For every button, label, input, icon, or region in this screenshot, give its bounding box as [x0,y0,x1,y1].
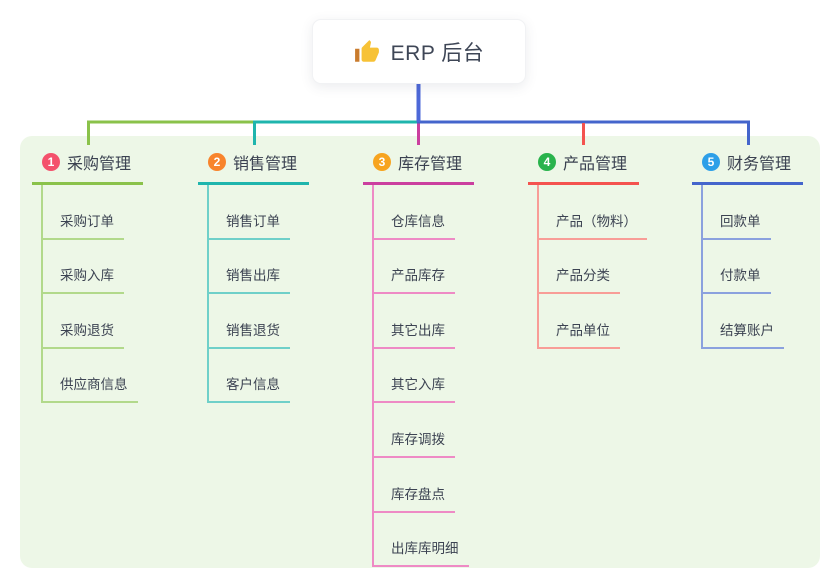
branches-panel: 1 采购管理 采购订单采购入库采购退货供应商信息 2 销售管理 销售订单销售出库… [20,136,820,568]
child-node[interactable]: 销售退货 [209,294,309,349]
branch: 4 产品管理 产品（物料） 产品分类产品单位 [528,146,647,349]
child-node[interactable]: 仓库信息 [374,185,474,240]
child-node[interactable]: 采购退货 [43,294,143,349]
branch-title-label: 销售管理 [233,156,298,173]
child-node[interactable]: 其它出库 [374,294,474,349]
branch-children: 销售订单销售出库销售退货客户信息 [207,185,309,404]
child-node[interactable]: 采购入库 [43,240,143,295]
branch-title-label: 库存管理 [398,156,463,173]
branch-title-label: 财务管理 [727,156,792,173]
branch-title[interactable]: 5 财务管理 [692,146,803,185]
root-title: ERP 后台 [390,41,485,65]
child-node-label: 客户信息 [209,373,290,404]
branch-title[interactable]: 4 产品管理 [528,146,639,185]
child-node[interactable]: 产品库存 [374,240,474,295]
branch-number-badge: 5 [702,153,720,171]
child-node[interactable]: 产品单位 [539,294,647,349]
child-node[interactable]: 产品分类 [539,240,647,295]
child-node[interactable]: 其它入库 [374,349,474,404]
child-node[interactable]: 客户信息 [209,349,309,404]
branch-title[interactable]: 1 采购管理 [32,146,143,185]
child-node-label: 销售退货 [209,319,290,349]
child-node[interactable]: 库存调拨 [374,403,474,458]
branch-number-badge: 3 [373,153,391,171]
child-node-label: 库存调拨 [374,428,455,458]
child-node[interactable]: 产品（物料） [539,185,647,240]
branch-title[interactable]: 3 库存管理 [363,146,474,185]
child-node-label: 结算账户 [703,319,784,349]
branch-number-badge: 1 [42,153,60,171]
branch: 5 财务管理 回款单付款单结算账户 [692,146,803,349]
branch-children: 采购订单采购入库采购退货供应商信息 [41,185,143,404]
branch-children: 回款单付款单结算账户 [701,185,803,349]
child-node-label: 产品（物料） [539,210,647,240]
child-node[interactable]: 付款单 [703,240,803,295]
branch-title-label: 采购管理 [67,156,132,173]
branch-number-badge: 2 [208,153,226,171]
branch: 3 库存管理 仓库信息产品库存其它出库其它入库库存调拨库存盘点出库库明细 [363,146,474,568]
child-node[interactable]: 回款单 [703,185,803,240]
branch-children: 仓库信息产品库存其它出库其它入库库存调拨库存盘点出库库明细 [372,185,474,568]
child-node-label: 采购入库 [43,264,124,295]
child-node-label: 销售订单 [209,210,290,240]
child-node-label: 产品单位 [539,319,620,349]
child-node-label: 销售出库 [209,264,290,295]
child-node-label: 供应商信息 [43,373,138,404]
child-node[interactable]: 销售订单 [209,185,309,240]
child-node-label: 库存盘点 [374,483,455,513]
child-node-label: 产品库存 [374,264,455,295]
child-node-label: 采购订单 [43,210,124,240]
child-node-label: 产品分类 [539,264,620,295]
child-node[interactable]: 供应商信息 [43,349,143,404]
child-node-label: 其它入库 [374,373,455,404]
child-node-label: 其它出库 [374,319,455,349]
child-node[interactable]: 库存盘点 [374,458,474,513]
child-node[interactable]: 采购订单 [43,185,143,240]
branch-title[interactable]: 2 销售管理 [198,146,309,185]
child-node-label: 仓库信息 [374,210,455,240]
thumbs-up-icon [354,39,379,62]
branch: 2 销售管理 销售订单销售出库销售退货客户信息 [198,146,309,404]
child-node[interactable]: 出库库明细 [374,513,474,568]
child-node-label: 出库库明细 [374,537,469,568]
root-node[interactable]: ERP 后台 [312,19,526,84]
child-node[interactable]: 销售出库 [209,240,309,295]
branch-title-label: 产品管理 [563,156,628,173]
branch-number-badge: 4 [538,153,556,171]
child-node-label: 回款单 [703,210,771,240]
child-node[interactable]: 结算账户 [703,294,803,349]
branch: 1 采购管理 采购订单采购入库采购退货供应商信息 [32,146,143,404]
child-node-label: 付款单 [703,264,771,295]
branch-children: 产品（物料） 产品分类产品单位 [537,185,647,349]
child-node-label: 采购退货 [43,319,124,349]
